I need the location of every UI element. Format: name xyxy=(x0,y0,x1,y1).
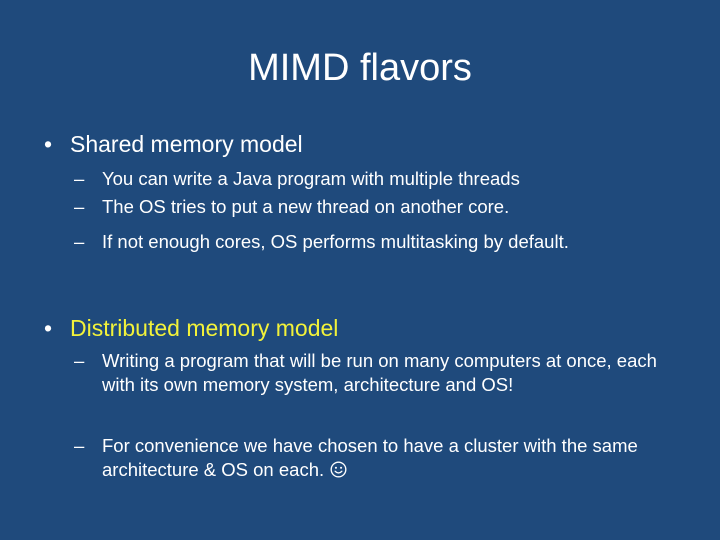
bullet-heading: Distributed memory model xyxy=(70,315,339,341)
dash-marker: – xyxy=(74,168,85,189)
bullet-shared-memory-model: • Shared memory model xyxy=(44,129,684,159)
sub-bullet: – If not enough cores, OS performs multi… xyxy=(74,230,694,254)
sub-bullet-text-with-smiley: For convenience we have chosen to have a… xyxy=(74,434,694,484)
sub-bullet: – The OS tries to put a new thread on an… xyxy=(74,195,694,219)
sub-bullet-text: The OS tries to put a new thread on anot… xyxy=(102,196,510,217)
dash-marker: – xyxy=(74,231,85,252)
bullet-marker: • xyxy=(44,315,53,341)
slide-title: MIMD flavors xyxy=(248,47,472,89)
dash-marker: – xyxy=(74,435,85,456)
sub-bullet-text: You can write a Java program with multip… xyxy=(102,168,520,189)
sub-bullet: – For convenience we have chosen to have… xyxy=(74,434,694,484)
sub-bullet: – You can write a Java program with mult… xyxy=(74,167,694,191)
bullet-distributed-memory-model: • Distributed memory model xyxy=(44,313,684,343)
sub-bullet-text: For convenience we have chosen to have a… xyxy=(102,435,638,480)
bullet-marker: • xyxy=(44,131,53,157)
sub-bullet-text: If not enough cores, OS performs multita… xyxy=(102,231,569,252)
sub-bullet-text: Writing a program that will be run on ma… xyxy=(102,350,657,395)
bullet-heading: Shared memory model xyxy=(70,131,303,157)
smiley-face-icon xyxy=(330,460,347,484)
sub-bullet: – Writing a program that will be run on … xyxy=(74,349,694,397)
dash-marker: – xyxy=(74,350,85,371)
dash-marker: – xyxy=(74,196,85,217)
